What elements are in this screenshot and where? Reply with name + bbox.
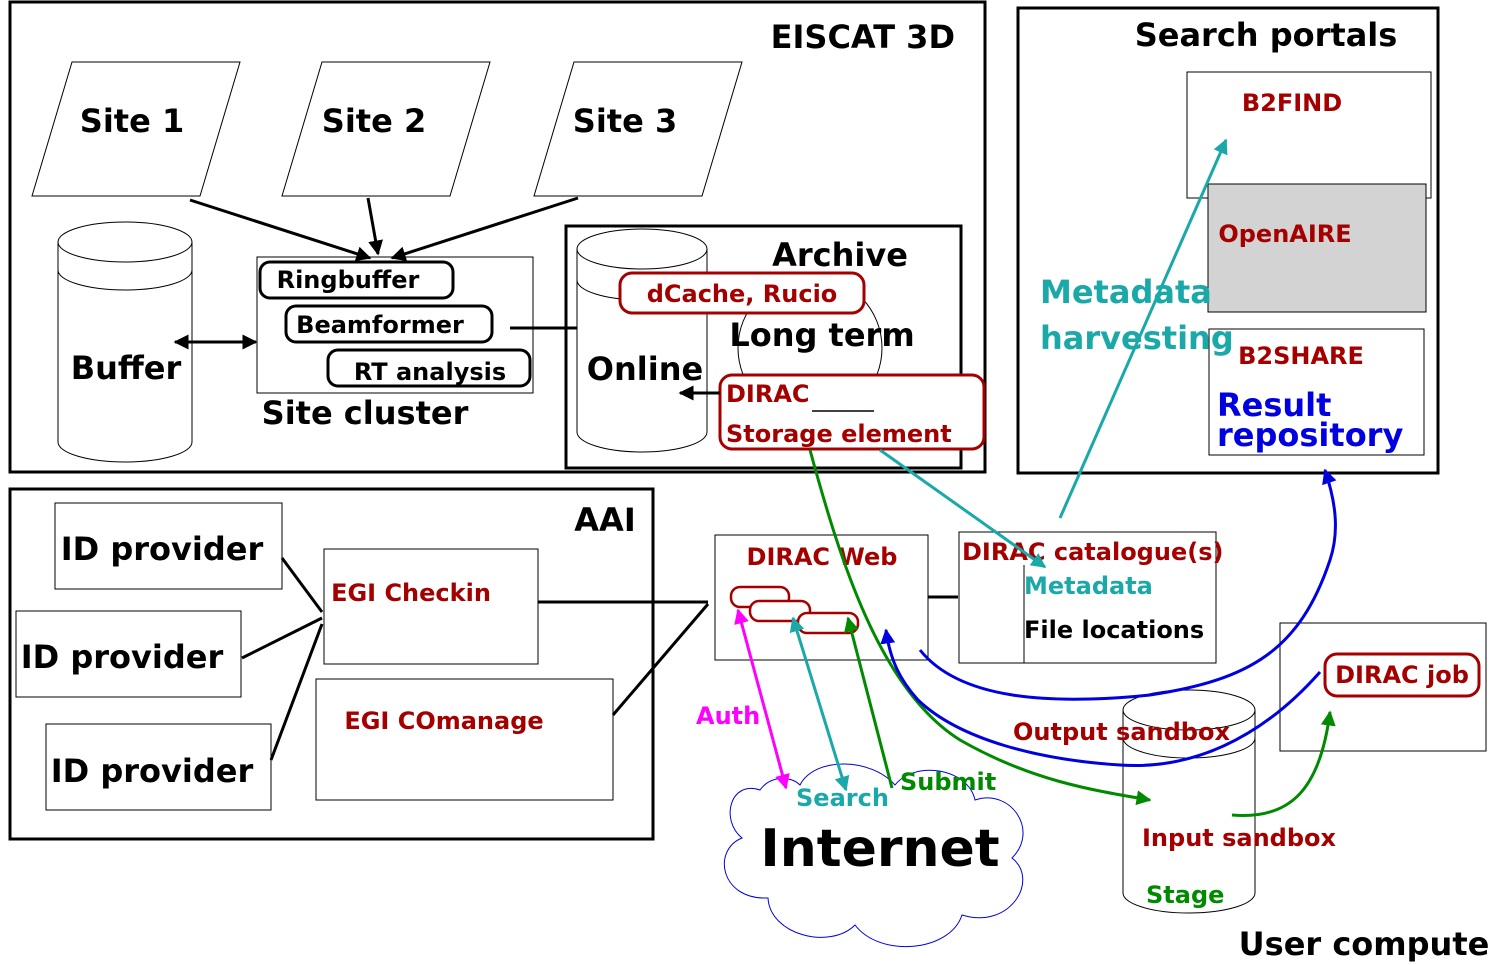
b2share-label: B2SHARE: [1238, 342, 1364, 370]
site-3-shape: [533, 61, 743, 197]
rt-analysis-box: [326, 348, 532, 388]
b2share-box: [1208, 328, 1425, 456]
archive-frame: [564, 224, 963, 470]
comanage-to-web-line: [611, 603, 710, 716]
aai-group: AAI ID provider ID provider ID provider …: [8, 487, 655, 841]
id-provider-2-box: [15, 610, 242, 698]
buffer-label: Buffer: [71, 349, 182, 387]
site-2-shape: [281, 61, 491, 197]
site3-to-cluster-arrow: [390, 196, 579, 261]
input-sandbox-to-job-arrow: [1231, 710, 1336, 818]
output-sandbox-label: Output sandbox: [1013, 718, 1230, 746]
site-1-label: Site 1: [80, 102, 184, 140]
archive-title: Archive: [772, 236, 908, 274]
online-cylinder: [576, 228, 708, 453]
online-label: Online: [587, 350, 703, 388]
internet-label: Internet: [760, 819, 999, 879]
storage-to-metadata-arrow: [879, 448, 1047, 569]
site2-to-cluster-arrow: [366, 197, 384, 256]
stage-label: Stage: [1146, 881, 1224, 909]
search-portals-title: Search portals: [1135, 16, 1398, 54]
b2find-label: B2FIND: [1242, 89, 1342, 117]
submit-arrow: [844, 616, 894, 789]
site-3-label: Site 3: [573, 102, 677, 140]
dcache-rucio-box: [618, 271, 866, 315]
dirac-web-label: DIRAC Web: [747, 543, 898, 571]
egi-comanage-label: EGI COmanage: [344, 707, 543, 735]
id-provider-1-label: ID provider: [61, 530, 264, 568]
output-sandbox-arrow: [880, 628, 1322, 768]
harvest-label-line2: harvesting: [1040, 319, 1234, 357]
id-provider-1-box: [54, 502, 283, 590]
catalogue-file-locations-label: File locations: [1024, 616, 1204, 644]
idp1-to-checkin-line: [280, 557, 324, 613]
id-provider-3-label: ID provider: [51, 752, 254, 790]
submit-label: Submit: [900, 768, 996, 796]
catalogue-metadata-label: Metadata: [1024, 572, 1153, 600]
catalogue-title: DIRAC catalogue(s): [962, 538, 1223, 566]
ringbuffer-box: [258, 260, 455, 300]
internet-cloud: [723, 763, 1024, 948]
catalogue-box: [958, 531, 1217, 664]
openaire-box: [1207, 183, 1427, 313]
site-2-label: Site 2: [322, 102, 426, 140]
eiscat-frame: [8, 0, 987, 474]
dirac-storage-line1: DIRAC: [726, 380, 810, 408]
search-portals-group: Search portals B2FIND OpenAIRE B2SHARE R…: [1016, 6, 1440, 475]
egi-checkin-label: EGI Checkin: [331, 579, 491, 607]
user-compute-title: User compute: [1239, 925, 1490, 963]
eiscat-title: EISCAT 3D: [771, 18, 955, 56]
aai-title: AAI: [574, 501, 635, 539]
harvesting-arrow: [1058, 138, 1228, 519]
idp2-to-checkin-line: [241, 616, 323, 660]
eiscat-group: EISCAT 3D Site 1 Site 2 Site 3 Buffer Ri…: [8, 0, 987, 474]
idp3-to-checkin-line: [269, 623, 324, 761]
b2find-box: [1186, 71, 1432, 199]
catalogue-group: DIRAC catalogue(s) Metadata File locatio…: [958, 531, 1223, 664]
stage-cylinder: [1122, 689, 1256, 914]
archive-group: Archive dCache, Rucio Long term Online D…: [564, 224, 986, 470]
auth-label: Auth: [696, 702, 760, 730]
search-portals-frame: [1016, 6, 1440, 475]
rt-analysis-label: RT analysis: [354, 358, 506, 386]
harvest-label-line1: Metadata: [1040, 273, 1212, 311]
search-label: Search: [796, 784, 889, 812]
dirac-job-label: DIRAC job: [1335, 661, 1469, 689]
site1-to-cluster-arrow: [189, 198, 372, 261]
dirac-storage-line2: Storage element: [726, 420, 952, 448]
id-provider-2-label: ID provider: [21, 638, 224, 676]
egi-checkin-box: [323, 548, 539, 665]
site-cluster-label: Site cluster: [262, 394, 469, 432]
buffer-cylinder: [57, 221, 193, 463]
openaire-label: OpenAIRE: [1218, 220, 1351, 248]
auth-arrow: [734, 608, 790, 790]
ringbuffer-label: Ringbuffer: [277, 266, 420, 294]
aai-frame: [8, 487, 655, 841]
beamformer-box: [284, 304, 494, 344]
beamformer-label: Beamformer: [296, 311, 464, 339]
long-term-label: Long term: [729, 316, 914, 354]
dcache-rucio-label: dCache, Rucio: [647, 280, 838, 308]
storage-to-stage-arrow: [808, 449, 1152, 806]
result-repository-line1: Result: [1217, 386, 1331, 424]
result-repository-line2: repository: [1217, 416, 1403, 454]
search-arrow: [789, 616, 850, 792]
dirac-storage-box: [718, 373, 986, 451]
id-provider-3-box: [45, 723, 272, 811]
egi-comanage-box: [315, 678, 614, 801]
site-1-shape: [31, 61, 241, 197]
dirac-job-box: [1323, 652, 1481, 698]
web-to-repository-arrow: [918, 468, 1337, 701]
input-sandbox-label: Input sandbox: [1142, 824, 1337, 852]
